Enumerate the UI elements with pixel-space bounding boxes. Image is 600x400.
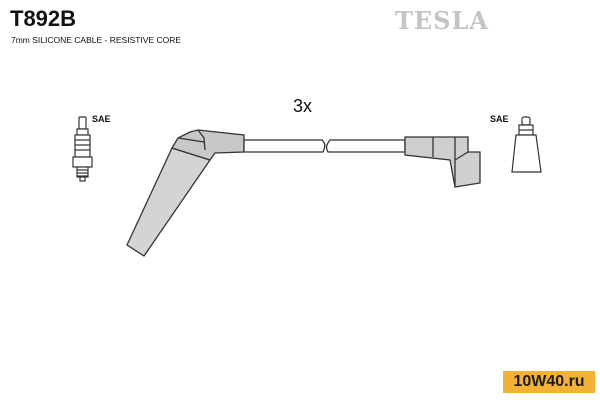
cable-spec-subtitle: 7mm SILICONE CABLE - RESISTIVE CORE bbox=[11, 35, 182, 45]
spark-plug-boot bbox=[126, 129, 245, 257]
quantity-label: 3x bbox=[293, 96, 313, 116]
coil-terminal-icon bbox=[511, 116, 542, 173]
part-code: T892B bbox=[10, 6, 77, 31]
sae-label-right: SAE bbox=[490, 114, 509, 124]
brand-logo: TESLA bbox=[395, 6, 489, 35]
cable bbox=[243, 139, 406, 153]
spark-plug-icon bbox=[72, 116, 93, 182]
sae-label-left: SAE bbox=[92, 114, 111, 124]
site-watermark: 10W40.ru bbox=[503, 371, 595, 393]
coil-boot bbox=[404, 136, 481, 188]
